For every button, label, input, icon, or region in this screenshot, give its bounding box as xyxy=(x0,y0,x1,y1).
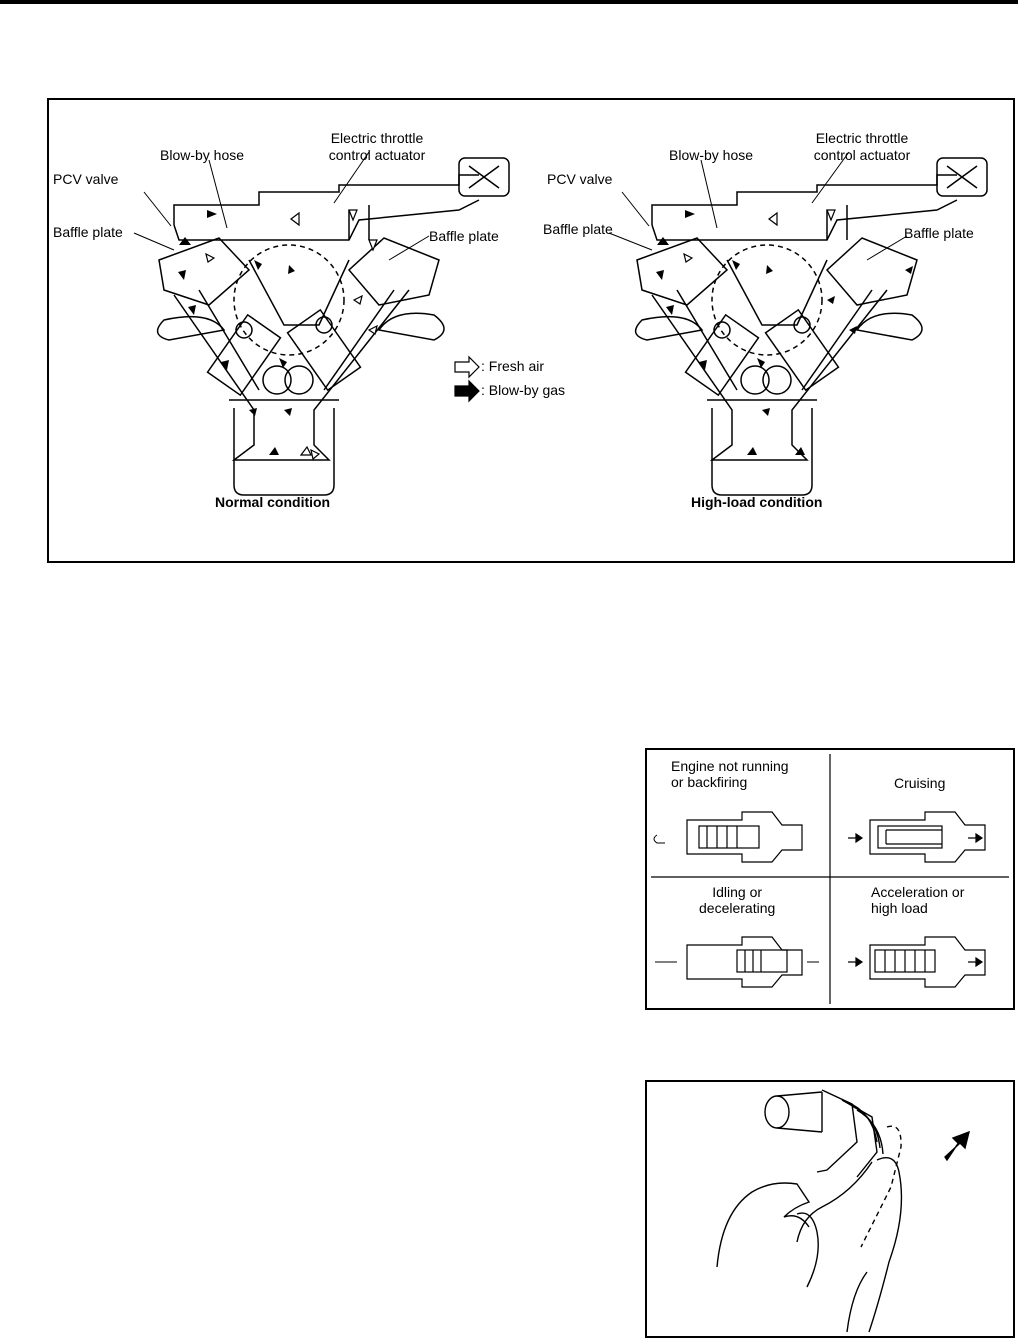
engine-normal-drawing xyxy=(156,157,510,496)
pcv-valve-drawings xyxy=(651,754,1009,1004)
normal-condition-caption: Normal condition xyxy=(215,494,331,510)
pcv-valve-label-right: PCV valve xyxy=(547,171,613,187)
engine-not-running-label: Engine not running or backfiring xyxy=(671,758,789,790)
fresh-air-legend-arrow xyxy=(454,355,480,379)
blow-by-gas-legend-arrow xyxy=(454,379,480,403)
fresh-air-legend: : Fresh air xyxy=(481,358,545,374)
idling-label: Idling or decelerating xyxy=(699,884,776,916)
throttle-actuator-label-right: Electric throttle control actuator xyxy=(813,130,911,163)
blow-by-hose-label: Blow-by hose xyxy=(160,147,245,163)
valve-engine-off xyxy=(653,811,803,863)
blow-by-gas-legend: : Blow-by gas xyxy=(481,382,566,398)
baffle-plate-right-label: Baffle plate xyxy=(429,228,499,244)
baffle-plate-right-label-right: Baffle plate xyxy=(904,225,974,241)
engine-drawings xyxy=(133,151,988,496)
high-load-condition-caption: High-load condition xyxy=(691,494,823,510)
cruising-label: Cruising xyxy=(894,775,946,791)
pcv-valve-label: PCV valve xyxy=(53,171,119,187)
push-direction-arrow xyxy=(944,1130,971,1162)
throttle-actuator-label: Electric throttle control actuator xyxy=(328,130,426,163)
valve-idling xyxy=(655,936,819,988)
baffle-plate-left-label: Baffle plate xyxy=(53,224,123,240)
baffle-plate-left-label-right: Baffle plate xyxy=(543,221,613,237)
engine-high-load-drawing xyxy=(634,157,988,496)
page-top-rule xyxy=(0,0,1018,4)
pcv-valve-check-illustration xyxy=(645,1080,1015,1338)
pcv-system-diagram: PCV valve Blow-by hose Electric throttle… xyxy=(47,98,1015,563)
valve-acceleration xyxy=(848,936,986,988)
acceleration-label: Acceleration or high load xyxy=(871,884,965,916)
hand-and-valve-drawing xyxy=(716,1089,971,1333)
pcv-valve-states-diagram: Engine not running or backfiring Cruisin… xyxy=(645,748,1015,1010)
blow-by-hose-label-right: Blow-by hose xyxy=(669,147,754,163)
valve-cruising xyxy=(848,811,986,863)
